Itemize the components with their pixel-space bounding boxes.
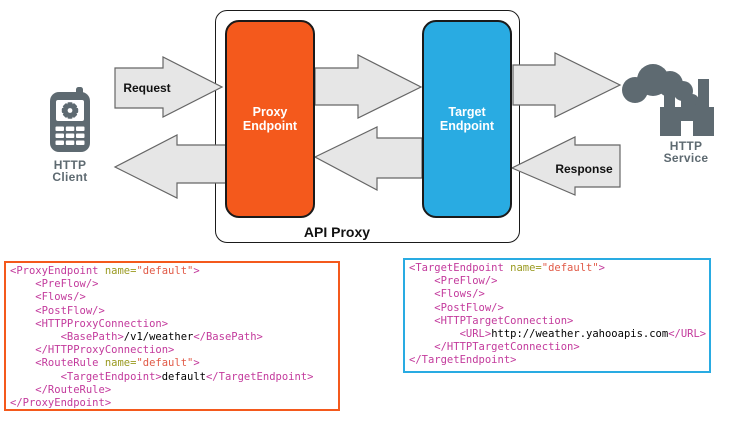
proxy-to-target-arrow: [314, 54, 423, 119]
http-client-label-line1: HTTP: [53, 158, 87, 172]
proxy-endpoint-label-line1: Proxy: [252, 105, 288, 119]
target-endpoint-label-line2: Endpoint: [439, 119, 495, 133]
target-endpoint-box: Target Endpoint: [422, 20, 512, 218]
request-label: Request: [123, 81, 171, 95]
http-client-phone-icon: [50, 87, 90, 152]
target-to-proxy-arrow: [313, 126, 423, 191]
proxy-endpoint-code-block: <ProxyEndpoint name="default"> <PreFlow/…: [4, 261, 340, 411]
api-proxy-label: API Proxy: [303, 224, 371, 240]
proxy-endpoint-label-line2: Endpoint: [242, 119, 298, 133]
http-client-label-line2: Client: [52, 169, 88, 184]
request-arrow: [114, 56, 224, 118]
response-label: Response: [555, 162, 613, 176]
http-client-label: HTTP Client: [38, 158, 102, 184]
proxy-endpoint-box: Proxy Endpoint: [225, 20, 315, 218]
target-endpoint-code-block: <TargetEndpoint name="default"> <PreFlow…: [403, 258, 711, 373]
response-to-client-arrow: [113, 134, 227, 199]
http-service-label-line1: HTTP: [669, 139, 703, 153]
http-service-label-line2: Service: [663, 150, 709, 165]
gear-icon: [61, 102, 79, 119]
target-to-service-arrow: [512, 52, 622, 118]
response-arrow: [510, 136, 621, 196]
target-endpoint-label-line1: Target: [448, 105, 486, 119]
http-service-factory-icon: [622, 64, 714, 136]
http-service-label: HTTP Service: [650, 139, 722, 165]
